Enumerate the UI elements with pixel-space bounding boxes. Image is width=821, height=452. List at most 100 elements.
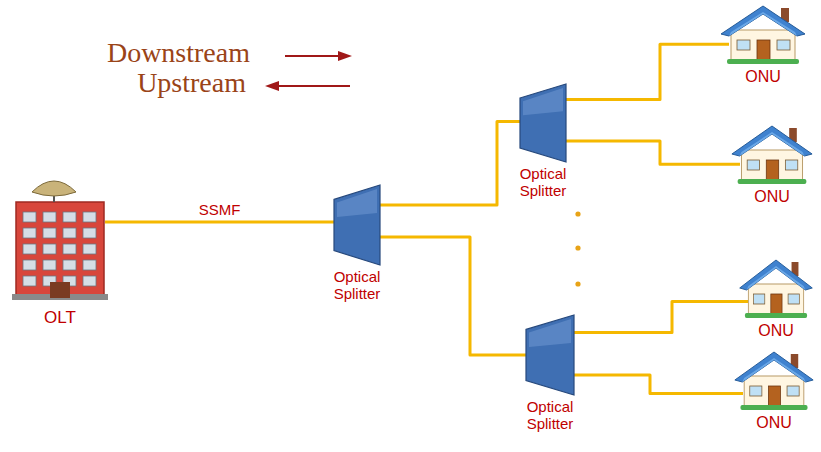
splitter-shape	[334, 185, 380, 265]
onu-house: ONU	[733, 350, 815, 432]
building-window	[83, 212, 96, 222]
building-window	[83, 260, 96, 270]
house-window	[747, 160, 759, 170]
house-window	[777, 40, 790, 50]
optical-splitter: Optical Splitter	[321, 185, 393, 303]
house-window	[785, 160, 797, 170]
building-window	[23, 276, 36, 286]
house-roof-edge	[740, 132, 805, 156]
fiber-link	[574, 375, 743, 393]
fiber-link	[105, 220, 334, 223]
building-window	[43, 260, 56, 270]
house-roof-edge	[742, 358, 805, 382]
fiber-link	[566, 44, 729, 99]
house-window	[754, 294, 765, 304]
house-figure	[721, 6, 805, 64]
house-wall	[748, 284, 803, 314]
olt-building-icon	[10, 178, 110, 300]
house-window	[750, 386, 762, 396]
fiber-link	[380, 237, 526, 355]
split-label: Optical Splitter	[321, 268, 393, 303]
downstream-arrow	[285, 55, 340, 57]
building-window	[23, 212, 36, 222]
building-window	[63, 244, 76, 254]
house-grass	[745, 313, 807, 318]
split-label: Optical Splitter	[507, 165, 579, 200]
direction-label: Downstream	[107, 38, 250, 69]
optical-splitter-icon	[520, 84, 566, 162]
splitter-shape	[520, 84, 566, 162]
satellite-dish	[32, 181, 76, 196]
upstream-arrow	[277, 85, 350, 87]
building-window	[23, 228, 36, 238]
continuation-dot	[575, 211, 580, 216]
building-window	[23, 244, 36, 254]
downstream-arrowhead	[338, 51, 352, 61]
fiber-label: SSMF	[196, 201, 244, 218]
building-window	[23, 260, 36, 270]
house-window	[787, 386, 799, 396]
house-roof-edge	[729, 12, 797, 36]
fiber-link	[574, 301, 748, 332]
house-door	[768, 386, 780, 406]
building-window	[63, 212, 76, 222]
onu-label: ONU	[745, 68, 781, 86]
house-roof	[735, 352, 813, 382]
house-window	[737, 40, 750, 50]
house-door	[757, 40, 770, 60]
house-grass	[738, 179, 807, 184]
building-wall	[16, 202, 104, 298]
optical-splitter: Optical Splitter	[514, 315, 586, 433]
onu-label: ONU	[758, 322, 794, 340]
olt-building: OLT	[10, 178, 110, 328]
optical-splitter-icon	[526, 315, 574, 395]
house-figure	[732, 126, 812, 184]
split-label: Optical Splitter	[514, 398, 586, 433]
house-roof	[732, 126, 812, 156]
optical-splitter: Optical Splitter	[507, 84, 579, 200]
house-roof-edge	[747, 266, 806, 290]
onu-house-icon	[733, 350, 815, 412]
continuation-dot	[575, 245, 580, 250]
onu-label: ONU	[754, 188, 790, 206]
house-door	[771, 294, 782, 314]
continuation-dot	[575, 281, 580, 286]
building-window	[43, 212, 56, 222]
onu-house-icon	[719, 4, 807, 66]
house-wall	[731, 30, 795, 60]
onu-house: ONU	[730, 124, 814, 206]
splitter-highlight	[523, 88, 563, 115]
splitter-highlight	[337, 189, 377, 217]
olt-label: OLT	[44, 308, 76, 328]
building-window	[83, 244, 96, 254]
house-wall	[744, 376, 804, 406]
upstream-arrowhead	[265, 81, 279, 91]
building-window	[43, 228, 56, 238]
house-grass	[740, 405, 807, 410]
building-window	[63, 260, 76, 270]
building-window	[83, 228, 96, 238]
onu-house-icon	[738, 258, 814, 320]
house-figure	[735, 352, 813, 410]
direction-label: Upstream	[137, 68, 246, 99]
building-door	[50, 282, 70, 298]
building-window	[83, 276, 96, 286]
house-figure	[740, 260, 813, 318]
onu-label: ONU	[756, 414, 792, 432]
onu-house: ONU	[719, 4, 807, 86]
onu-house-icon	[730, 124, 814, 186]
onu-house: ONU	[738, 258, 814, 340]
house-grass	[727, 59, 799, 64]
building-window	[63, 228, 76, 238]
fiber-link	[566, 141, 740, 164]
splitter-shape	[526, 315, 574, 395]
house-door	[766, 160, 778, 180]
house-roof	[740, 260, 813, 290]
fiber-link	[380, 121, 520, 205]
house-window	[788, 294, 799, 304]
house-wall	[741, 150, 802, 180]
optical-splitter-icon	[334, 185, 380, 265]
house-roof	[721, 6, 805, 36]
